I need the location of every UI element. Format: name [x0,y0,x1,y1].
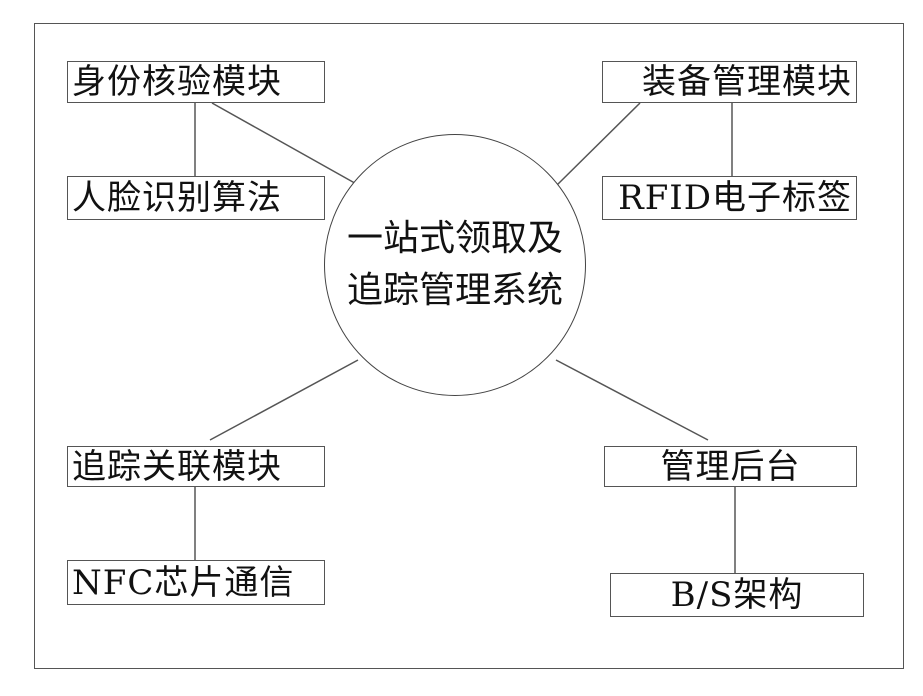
backend-box: 管理后台 [604,446,857,487]
line-backend-to-hub [556,360,708,440]
identity-module-box: 身份核验模块 [67,61,325,103]
central-system-circle: 一站式领取及 追踪管理系统 [324,134,586,396]
face-recognition-box: 人脸识别算法 [67,176,325,220]
rfid-tag-box: RFID电子标签 [602,176,857,220]
nfc-communication-box: NFC芯片通信 [67,560,325,605]
line-tracking-to-hub [210,360,358,440]
tracking-module-box: 追踪关联模块 [67,446,325,487]
line-identity-to-hub [212,103,360,186]
equipment-module-box: 装备管理模块 [602,61,857,103]
central-system-title-line1: 一站式领取及 [347,213,563,265]
central-system-title-line2: 追踪管理系统 [347,265,563,317]
bs-architecture-box: B/S架构 [610,573,864,617]
line-equipment-to-hub [556,103,640,186]
